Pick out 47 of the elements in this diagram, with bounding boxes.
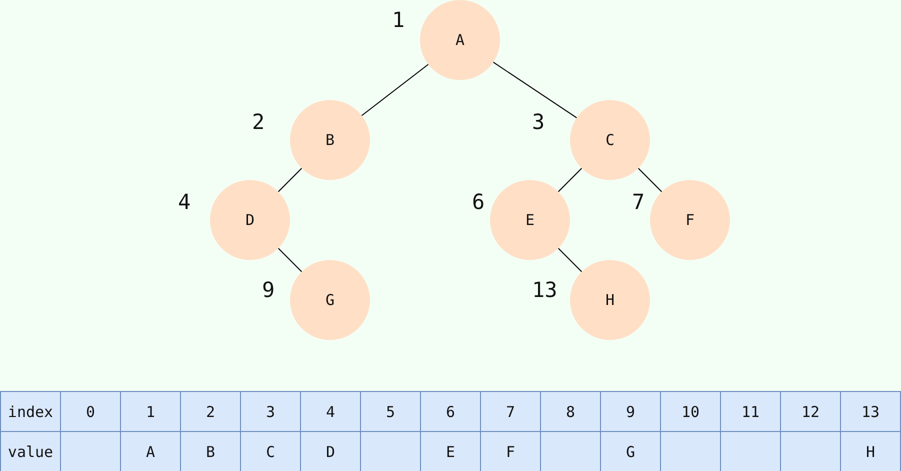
table-cell: 0 [60,391,121,432]
table-cell: 1 [120,391,181,432]
table-cell: 3 [240,391,301,432]
table-cell: 13 [840,391,901,432]
table-cell: A [120,431,181,471]
tree-node-circle: B [290,100,370,180]
table-cell: F [480,431,541,471]
tree-node-circle: C [570,100,650,180]
table-cell: 6 [420,391,481,432]
node-number: 4 [178,190,191,214]
tree-edge [558,248,582,272]
node-number: 6 [472,190,485,214]
table-cell: C [240,431,301,471]
tree-edge [492,62,578,118]
table-cell: 12 [780,391,841,432]
tree-edge [278,248,302,272]
table-cell: 2 [180,391,241,432]
tree-edge [361,64,429,116]
node-number: 9 [262,278,275,302]
tree-node-circle: D [210,180,290,260]
tree-node-circle: F [650,180,730,260]
tree-edge [638,168,662,192]
table-cell: 4 [300,391,361,432]
node-number: 2 [252,110,265,134]
tree-node-circle: A [420,0,500,80]
table-cell: 5 [360,391,421,432]
table-cell: value [0,431,61,471]
tree-node-circle: G [290,260,370,340]
table-cell: G [600,431,661,471]
table-cell: 10 [660,391,721,432]
tree-edge [278,168,302,192]
node-number: 7 [632,190,645,214]
node-number: 3 [532,110,545,134]
table-cell: 9 [600,391,661,432]
node-number: 1 [392,8,405,32]
tree-node-circle: H [570,260,650,340]
tree-edge [558,168,582,192]
tree-node-circle: E [490,180,570,260]
table-cell: B [180,431,241,471]
table-cell: H [840,431,901,471]
table-cell: index [0,391,61,432]
table-cell: 8 [540,391,601,432]
table-cell: 11 [720,391,781,432]
node-number: 13 [532,278,558,302]
table-cell: D [300,431,361,471]
table-cell: E [420,431,481,471]
table-cell: 7 [480,391,541,432]
